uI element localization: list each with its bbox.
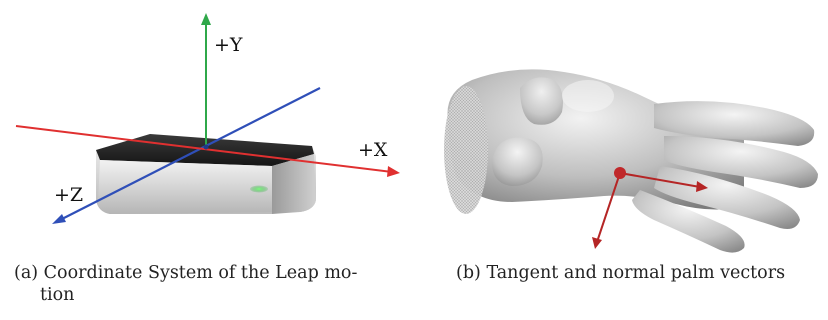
- palm-position-point: [614, 167, 626, 179]
- y-axis-arrow: [201, 13, 211, 146]
- y-axis-label: +Y: [214, 34, 243, 56]
- caption-b: (b) Tangent and normal palm vectors: [456, 262, 828, 284]
- caption-a-tag: (a): [14, 263, 39, 283]
- hand-model-diagram: [444, 69, 818, 253]
- z-axis-arrow: [52, 87, 321, 224]
- figure-panel-b: (b) Tangent and normal palm vectors: [414, 0, 828, 320]
- hand-mesh-model: [444, 69, 818, 253]
- x-axis-label: +X: [358, 139, 388, 161]
- figure-panel-a: +Y +X +Z (a) Coordinate System of the Le…: [14, 13, 406, 306]
- caption-b-text: Tangent and normal palm vectors: [486, 263, 786, 283]
- caption-a-line2: tion: [40, 285, 75, 305]
- z-axis-label: +Z: [54, 184, 84, 206]
- tangent-vector-arrowhead: [696, 181, 708, 192]
- x-axis-arrow: [15, 125, 400, 177]
- origin-point: [203, 144, 209, 150]
- caption-a-line1: Coordinate System of the Leap mo-: [43, 263, 358, 283]
- tangent-vector: [619, 172, 701, 188]
- palm-vectors: [592, 167, 708, 249]
- caption-b-tag: (b): [456, 263, 481, 283]
- led-indicator: [250, 185, 268, 193]
- caption-a: (a) Coordinate System of the Leap mo- ti…: [14, 262, 406, 306]
- normal-vector: [596, 172, 621, 243]
- coordinate-system-diagram: [15, 13, 400, 224]
- normal-vector-arrowhead: [592, 237, 602, 249]
